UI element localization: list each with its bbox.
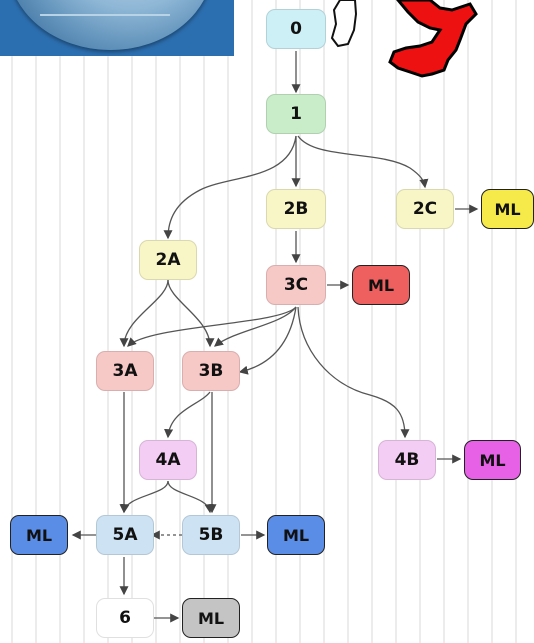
globe-image [0, 0, 234, 56]
node-6: 6 [96, 598, 154, 638]
node-3a-label: 3A [112, 361, 138, 381]
node-1: 1 [266, 94, 326, 134]
node-ml-6-label: ML [197, 608, 225, 628]
node-3c: 3C [266, 265, 326, 305]
node-2a-label: 2A [155, 250, 181, 270]
node-ml-3c-label: ML [367, 275, 395, 295]
edge-3b-4a [164, 391, 211, 439]
node-ml-5a: ML [10, 515, 68, 555]
node-4b: 4B [378, 440, 436, 480]
node-3b-label: 3B [198, 361, 224, 381]
node-3a: 3A [96, 351, 154, 391]
edge-2a-3b [167, 279, 215, 348]
node-ml-5b: ML [267, 515, 325, 555]
edge-1-2c [297, 135, 429, 189]
node-ml-4b-label: ML [479, 450, 506, 470]
node-ml-5a-label: ML [25, 525, 53, 545]
node-2a: 2A [139, 240, 197, 280]
node-2c-label: 2C [412, 199, 438, 219]
globe-coastline [40, 14, 170, 46]
edge-1-2a [163, 135, 297, 240]
node-2c: 2C [396, 189, 454, 229]
edge-3c-4b [297, 306, 410, 439]
node-0-label: 0 [290, 19, 302, 39]
node-0: 0 [266, 9, 326, 49]
edge-3c-3b [213, 306, 297, 347]
node-ml-5b-label: ML [282, 525, 310, 545]
edge-4a-5b [167, 480, 214, 514]
edge-2a-3a [119, 279, 169, 348]
node-2b: 2B [266, 189, 326, 229]
node-ml-2c: ML [481, 189, 534, 229]
edge-3c-3a [127, 306, 297, 347]
node-5b-label: 5B [198, 525, 224, 545]
node-3c-label: 3C [283, 275, 309, 295]
peninsula-shape [388, 0, 478, 78]
node-5a: 5A [96, 515, 154, 555]
edge-4a-5a [120, 480, 169, 514]
node-2b-label: 2B [283, 199, 309, 219]
node-ml-6: ML [182, 598, 240, 638]
node-ml-4b: ML [464, 440, 521, 480]
node-4a: 4A [139, 440, 197, 480]
node-1-label: 1 [290, 104, 302, 124]
edge-3c-3b-2 [238, 306, 297, 375]
node-3b: 3B [182, 351, 240, 391]
node-5a-label: 5A [112, 525, 138, 545]
node-ml-2c-label: ML [494, 199, 521, 219]
island-outline [330, 0, 358, 48]
node-5b: 5B [182, 515, 240, 555]
node-4b-label: 4B [394, 450, 420, 470]
node-ml-3c: ML [352, 265, 410, 305]
node-4a-label: 4A [155, 450, 181, 470]
node-6-label: 6 [119, 608, 131, 628]
